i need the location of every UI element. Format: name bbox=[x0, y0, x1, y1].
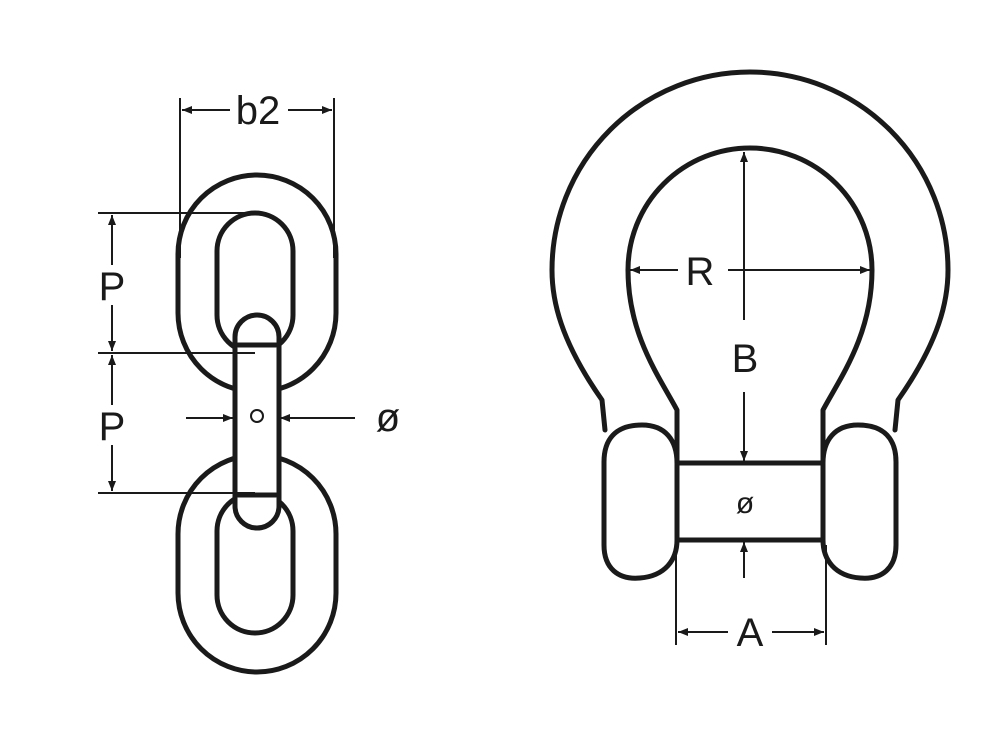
shackle-eye-right bbox=[820, 422, 899, 581]
shackle-bow-outer bbox=[549, 69, 951, 433]
dimension-radius: R bbox=[630, 250, 870, 294]
label-radius: R bbox=[686, 250, 715, 294]
dimension-wire-diameter: ø bbox=[186, 396, 400, 440]
shackle-eye-left bbox=[601, 422, 680, 581]
chain-assembly: b2 P P ø bbox=[98, 89, 400, 675]
label-pin-diameter: ø bbox=[736, 487, 754, 520]
bow-shackle: R B ø A bbox=[549, 69, 951, 655]
label-pitch-upper: P bbox=[99, 265, 126, 309]
label-height: B bbox=[732, 337, 759, 381]
dimension-width: A bbox=[675, 545, 827, 655]
label-b2: b2 bbox=[236, 89, 281, 133]
dimension-pitch: P P bbox=[98, 212, 255, 494]
middle-chain-link bbox=[232, 312, 282, 531]
dimension-b2: b2 bbox=[179, 89, 335, 258]
wire-center-mark bbox=[250, 409, 264, 423]
label-wire-diameter: ø bbox=[376, 396, 400, 440]
dimension-height: B bbox=[732, 152, 759, 461]
label-width: A bbox=[737, 611, 764, 655]
shackle-bow-inner bbox=[625, 145, 875, 466]
label-pitch-lower: P bbox=[99, 405, 126, 449]
shackle-pin bbox=[674, 460, 826, 543]
dimension-pin-diameter: ø bbox=[736, 487, 754, 578]
